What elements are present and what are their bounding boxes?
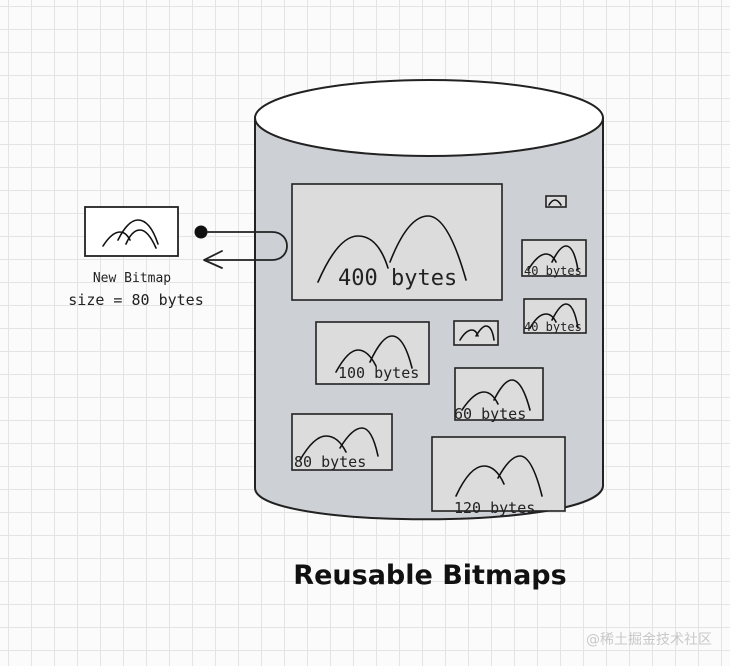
arrow-start-dot xyxy=(194,225,208,239)
bitmap-small-a xyxy=(453,320,499,346)
arrowhead-icon xyxy=(203,250,223,269)
bitmap-120-label: 120 bytes xyxy=(454,499,535,517)
bitmap-120: 120 bytes xyxy=(431,436,566,517)
pool-title: Reusable Bitmaps xyxy=(293,560,566,591)
new-bitmap: New Bitmap size = 80 bytes xyxy=(68,206,204,309)
reuse-arrow xyxy=(194,225,288,269)
bitmap-40b-label: 40 bytes xyxy=(524,320,582,334)
bitmap-100: 100 bytes xyxy=(315,321,430,385)
bitmap-80: 80 bytes xyxy=(291,413,393,471)
bitmap-60-label: 60 bytes xyxy=(454,405,526,423)
bitmap-tiny xyxy=(545,195,567,208)
bitmap-400: 400 bytes xyxy=(291,183,503,301)
bitmap-40a-label: 40 bytes xyxy=(524,264,582,278)
bitmap-40b: 40 bytes xyxy=(523,298,587,334)
bitmap-80-label: 80 bytes xyxy=(294,453,366,471)
new-bitmap-label: New Bitmap xyxy=(93,271,171,286)
bitmap-60: 60 bytes xyxy=(454,367,544,423)
watermark: @稀土掘金技术社区 xyxy=(586,632,712,648)
bitmap-400-label: 400 bytes xyxy=(338,266,457,291)
new-bitmap-size: size = 80 bytes xyxy=(68,291,203,309)
cylinder-top xyxy=(254,79,604,157)
bitmap-40a: 40 bytes xyxy=(521,239,587,278)
new-bitmap-frame xyxy=(84,206,179,257)
bitmap-100-label: 100 bytes xyxy=(338,364,419,382)
